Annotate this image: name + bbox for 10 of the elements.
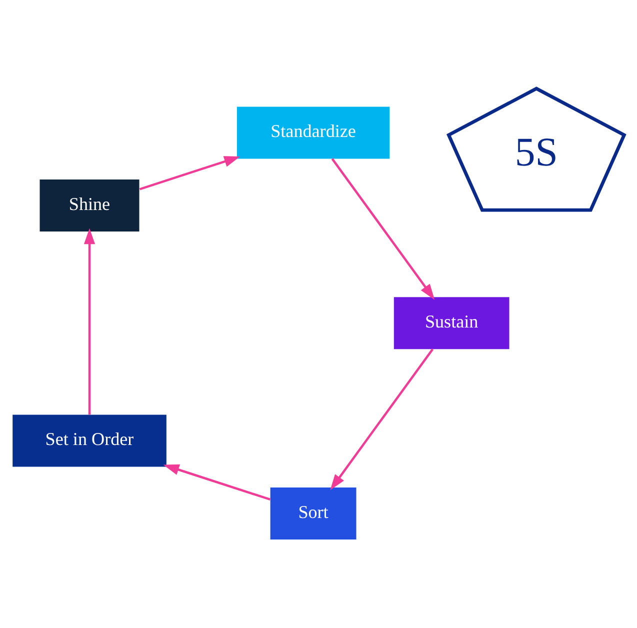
node-box: Standardize — [236, 106, 390, 159]
arrow — [84, 228, 96, 415]
arrow — [331, 158, 435, 300]
node-box: Sort — [270, 487, 356, 540]
arrow — [330, 348, 434, 490]
arrow — [163, 464, 270, 501]
node-box: Sustain — [394, 297, 510, 350]
node-box: Set in Order — [12, 414, 166, 467]
arrow — [139, 156, 240, 190]
node-box: Shine — [40, 179, 140, 232]
